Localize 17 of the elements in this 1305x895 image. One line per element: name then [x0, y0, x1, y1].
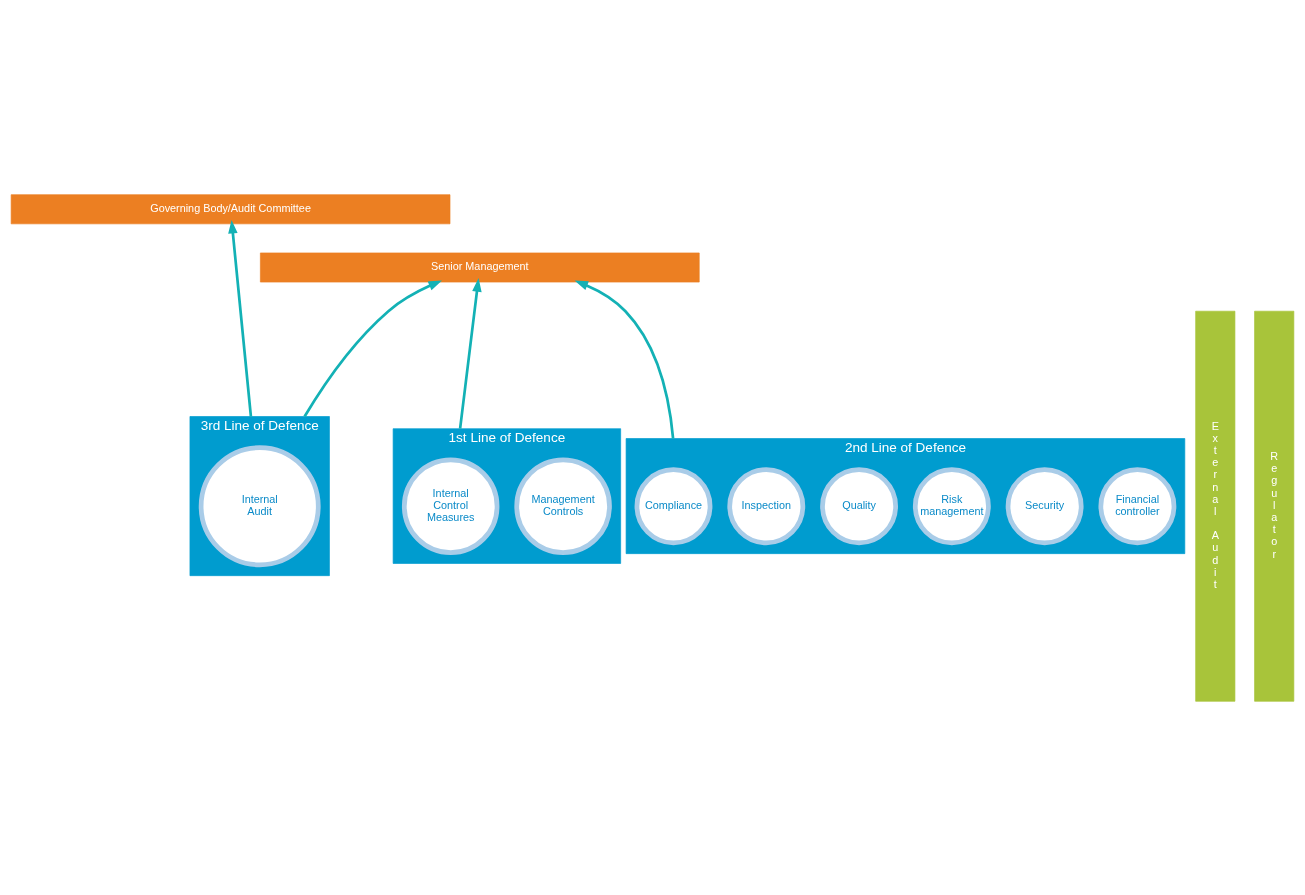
arrow: [574, 280, 675, 439]
node-box: External Audit: [1195, 310, 1236, 702]
arrow: [303, 279, 443, 417]
node-circle: Compliance: [634, 466, 713, 545]
node-box: Senior Management: [260, 252, 700, 282]
arrow: [228, 219, 253, 417]
node-circle: Quality: [820, 466, 898, 545]
node-circle: Internal Audit: [198, 444, 321, 567]
node-box: Governing Body/Audit Committee: [10, 193, 451, 224]
node-circle: Management Controls: [514, 457, 612, 555]
node-circle: Inspection: [727, 466, 806, 545]
node-circle: Internal Control Measures: [401, 457, 500, 555]
node-circle: Risk management: [912, 466, 991, 545]
node-circle: Financial controller: [1098, 466, 1177, 545]
node-circle: Security: [1005, 466, 1084, 545]
arrow: [458, 277, 482, 429]
node-box: Regulator: [1254, 310, 1295, 702]
